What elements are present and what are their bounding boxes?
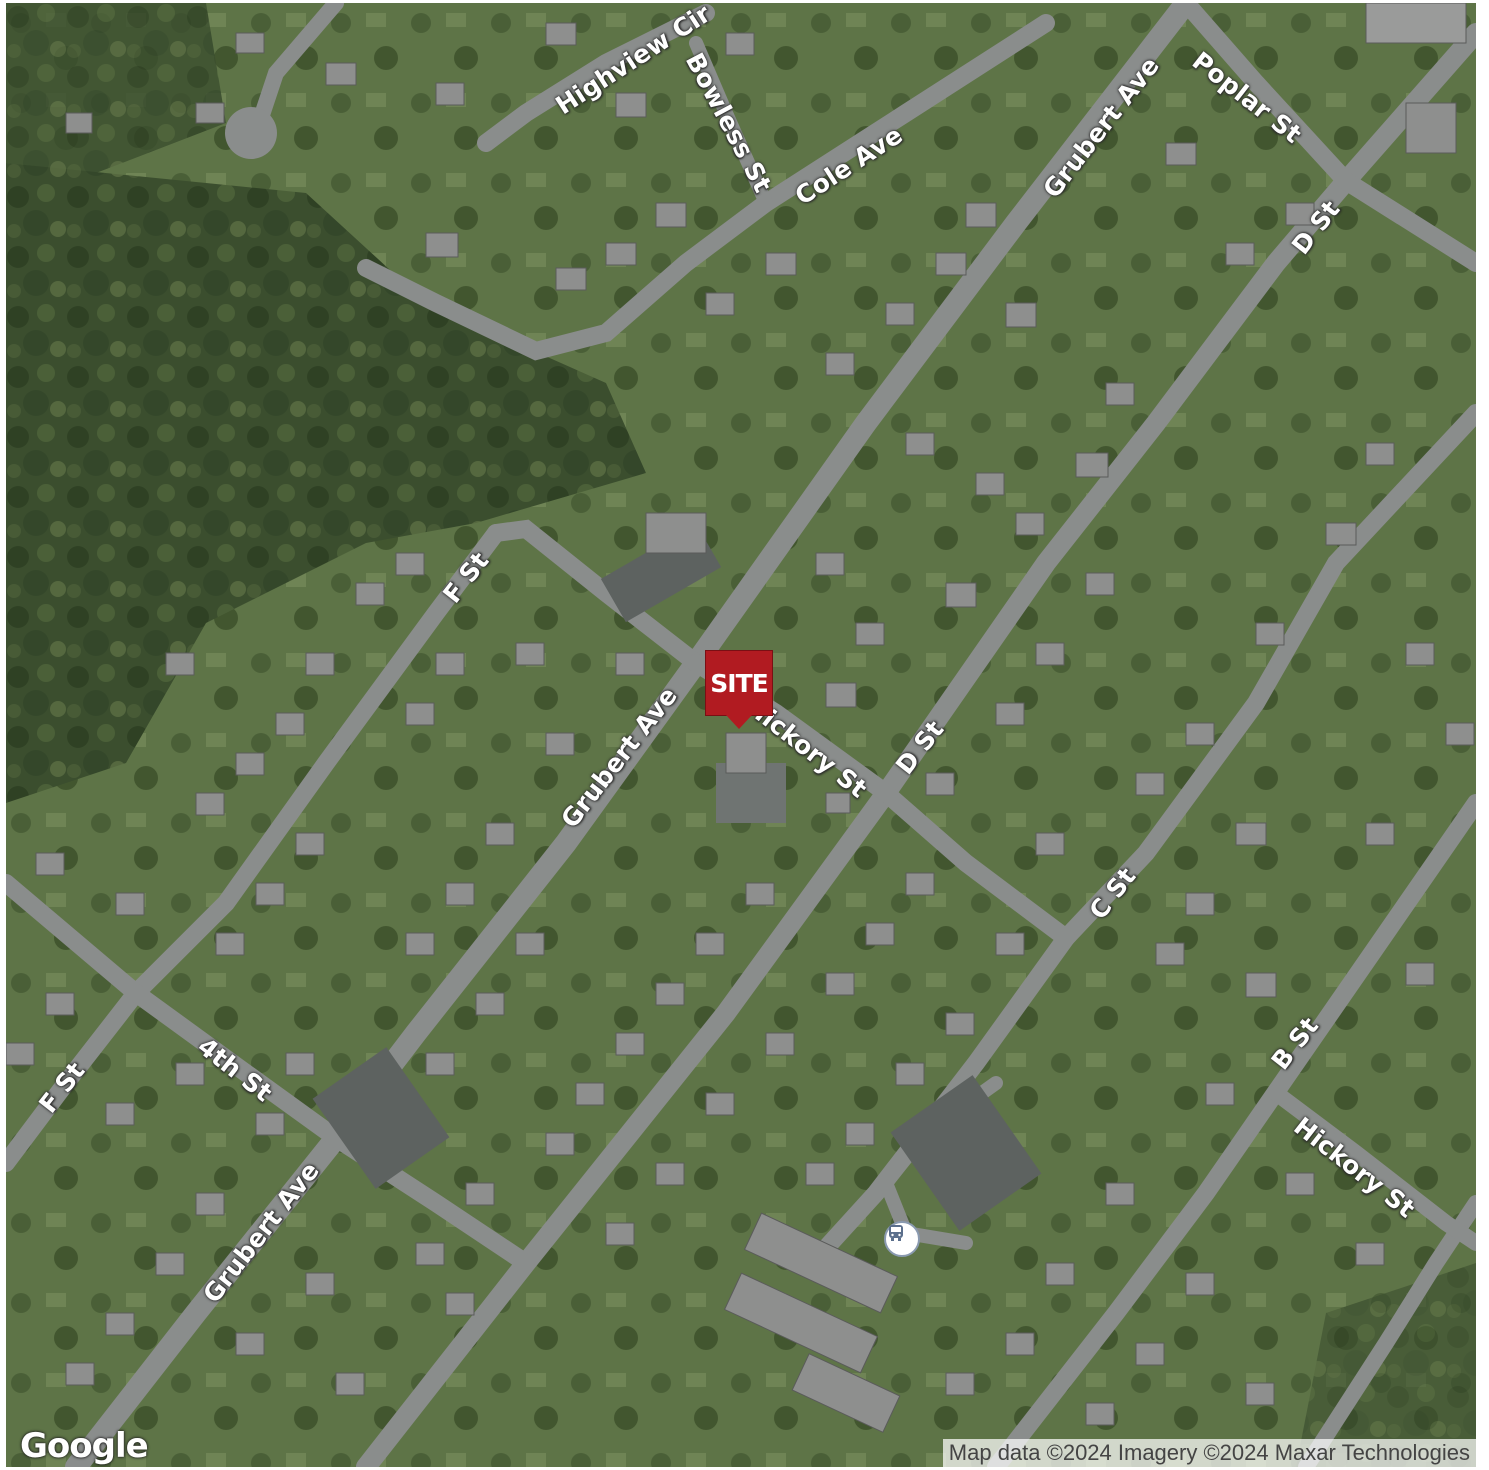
road-network [6, 3, 1476, 1467]
site-marker-label: SITE [705, 650, 773, 716]
site-marker[interactable]: SITE [705, 650, 773, 732]
parking-lot [312, 1047, 450, 1189]
forest-area [6, 163, 646, 803]
map-imagery [6, 3, 1476, 1467]
forest-area [6, 3, 226, 173]
satellite-map[interactable]: Highview Cir Bowless St Cole Ave Grubert… [6, 3, 1476, 1467]
building-footprints [6, 3, 1475, 1433]
bus-icon [889, 1225, 903, 1241]
google-logo: Google [20, 1426, 149, 1466]
bus-stop-icon[interactable] [884, 1221, 920, 1257]
parking-lot [890, 1075, 1042, 1231]
site-marker-pointer [726, 715, 752, 729]
map-attribution[interactable]: Map data ©2024 Imagery ©2024 Maxar Techn… [942, 1439, 1476, 1467]
